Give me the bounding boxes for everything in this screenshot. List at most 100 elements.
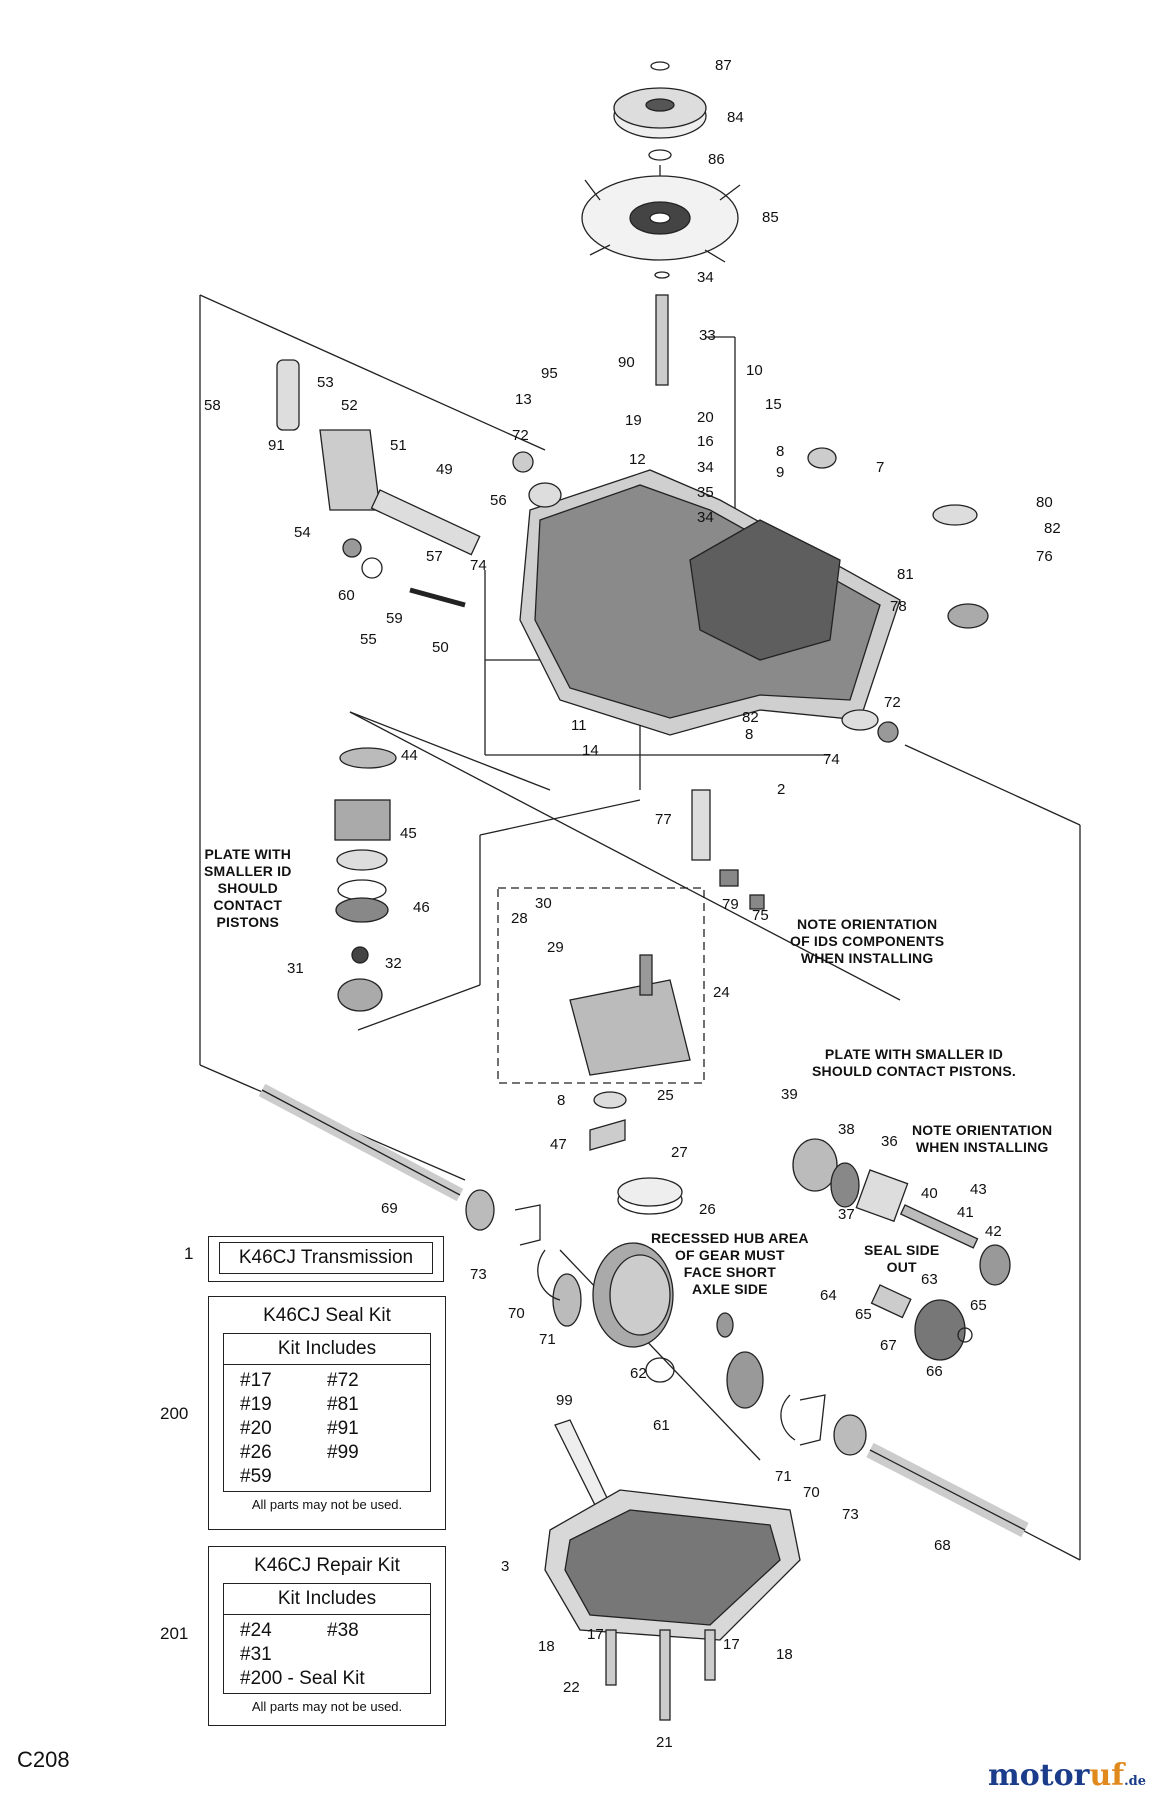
callout-39: 39 <box>781 1086 798 1103</box>
callout-65: 65 <box>855 1306 872 1323</box>
callout-46: 46 <box>413 899 430 916</box>
callout-99: 99 <box>556 1392 573 1409</box>
repair-kit-number: 201 <box>160 1624 189 1643</box>
callout-61: 61 <box>653 1417 670 1434</box>
callout-76: 76 <box>1036 548 1053 565</box>
callout-14: 14 <box>582 742 599 759</box>
brand-logo: motoruf.de <box>988 1758 1147 1793</box>
callout-18: 18 <box>538 1638 555 1655</box>
callout-60: 60 <box>338 587 355 604</box>
callout-52: 52 <box>341 397 358 414</box>
callout-17: 17 <box>587 1626 604 1643</box>
callout-73: 73 <box>842 1506 859 1523</box>
callout-68: 68 <box>934 1537 951 1554</box>
callout-34: 34 <box>697 269 714 286</box>
seal-kit-title: K46CJ Seal Kit <box>263 1305 391 1326</box>
callout-47: 47 <box>550 1136 567 1153</box>
callout-18: 18 <box>776 1646 793 1663</box>
callout-42: 42 <box>985 1223 1002 1240</box>
callout-91: 91 <box>268 437 285 454</box>
repair-kit-box: K46CJ Repair Kit Kit Includes #24#38 #31… <box>208 1546 446 1726</box>
callout-80: 80 <box>1036 494 1053 511</box>
callout-33: 33 <box>699 327 716 344</box>
callout-69: 69 <box>381 1200 398 1217</box>
callout-16: 16 <box>697 433 714 450</box>
repair-kit-items: #24#38 #31 #200 - Seal Kit <box>240 1620 365 1689</box>
callout-70: 70 <box>803 1484 820 1501</box>
callout-36: 36 <box>881 1133 898 1150</box>
callout-34: 34 <box>697 509 714 526</box>
callout-13: 13 <box>515 391 532 408</box>
callout-86: 86 <box>708 151 725 168</box>
seal-kit-box: K46CJ Seal Kit Kit Includes #17#72 #19#8… <box>208 1296 446 1530</box>
transmission-label: K46CJ Transmission <box>219 1242 433 1274</box>
callout-31: 31 <box>287 960 304 977</box>
repair-kit-footer: All parts may not be used. <box>251 1699 403 1714</box>
repair-kit-includes-label: Kit Includes <box>224 1584 430 1615</box>
seal-kit-number: 200 <box>160 1404 189 1423</box>
callout-12: 12 <box>629 451 646 468</box>
callout-25: 25 <box>657 1087 674 1104</box>
callout-24: 24 <box>713 984 730 1001</box>
callout-74: 74 <box>470 557 487 574</box>
callout-34: 34 <box>697 459 714 476</box>
callout-3: 3 <box>501 1558 510 1575</box>
callout-29: 29 <box>547 939 564 956</box>
callout-51: 51 <box>390 437 407 454</box>
callout-37: 37 <box>838 1206 855 1223</box>
callout-77: 77 <box>655 811 672 828</box>
callout-54: 54 <box>294 524 311 541</box>
callout-19: 19 <box>625 412 642 429</box>
transmission-number: 1 <box>184 1244 194 1263</box>
callout-74: 74 <box>823 751 840 768</box>
callout-95: 95 <box>541 365 558 382</box>
callout-38: 38 <box>838 1121 855 1138</box>
callout-41: 41 <box>957 1204 974 1221</box>
callout-49: 49 <box>436 461 453 478</box>
callout-59: 59 <box>386 610 403 627</box>
callout-22: 22 <box>563 1679 580 1696</box>
callout-63: 63 <box>921 1271 938 1288</box>
seal-kit-items: #17#72 #19#81 #20#91 #26#99 #59 <box>240 1370 359 1487</box>
callout-53: 53 <box>317 374 334 391</box>
callout-40: 40 <box>921 1185 938 1202</box>
callout-87: 87 <box>715 57 732 74</box>
repair-kit-title: K46CJ Repair Kit <box>254 1555 400 1576</box>
callout-55: 55 <box>360 631 377 648</box>
callout-8: 8 <box>557 1092 566 1109</box>
callout-20: 20 <box>697 409 714 426</box>
callout-35: 35 <box>697 484 714 501</box>
callout-65: 65 <box>970 1297 987 1314</box>
callout-21: 21 <box>656 1734 673 1751</box>
callout-81: 81 <box>897 566 914 583</box>
callout-45: 45 <box>400 825 417 842</box>
callout-17: 17 <box>723 1636 740 1653</box>
callout-79: 79 <box>722 896 739 913</box>
callout-43: 43 <box>970 1181 987 1198</box>
callout-26: 26 <box>699 1201 716 1218</box>
callout-8: 8 <box>776 443 785 460</box>
callout-58: 58 <box>204 397 221 414</box>
callout-8: 8 <box>745 726 754 743</box>
callout-67: 67 <box>880 1337 897 1354</box>
callout-78: 78 <box>890 598 907 615</box>
callout-64: 64 <box>820 1287 837 1304</box>
callout-70: 70 <box>508 1305 525 1322</box>
callout-11: 11 <box>571 717 587 734</box>
callout-27: 27 <box>671 1144 688 1161</box>
callout-57: 57 <box>426 548 443 565</box>
callout-73: 73 <box>470 1266 487 1283</box>
figure-id: C208 <box>17 1747 70 1772</box>
transmission-box <box>208 1236 444 1282</box>
callout-7: 7 <box>876 459 885 476</box>
callout-75: 75 <box>752 907 769 924</box>
callout-82: 82 <box>1044 520 1061 537</box>
callout-32: 32 <box>385 955 402 972</box>
callout-84: 84 <box>727 109 744 126</box>
